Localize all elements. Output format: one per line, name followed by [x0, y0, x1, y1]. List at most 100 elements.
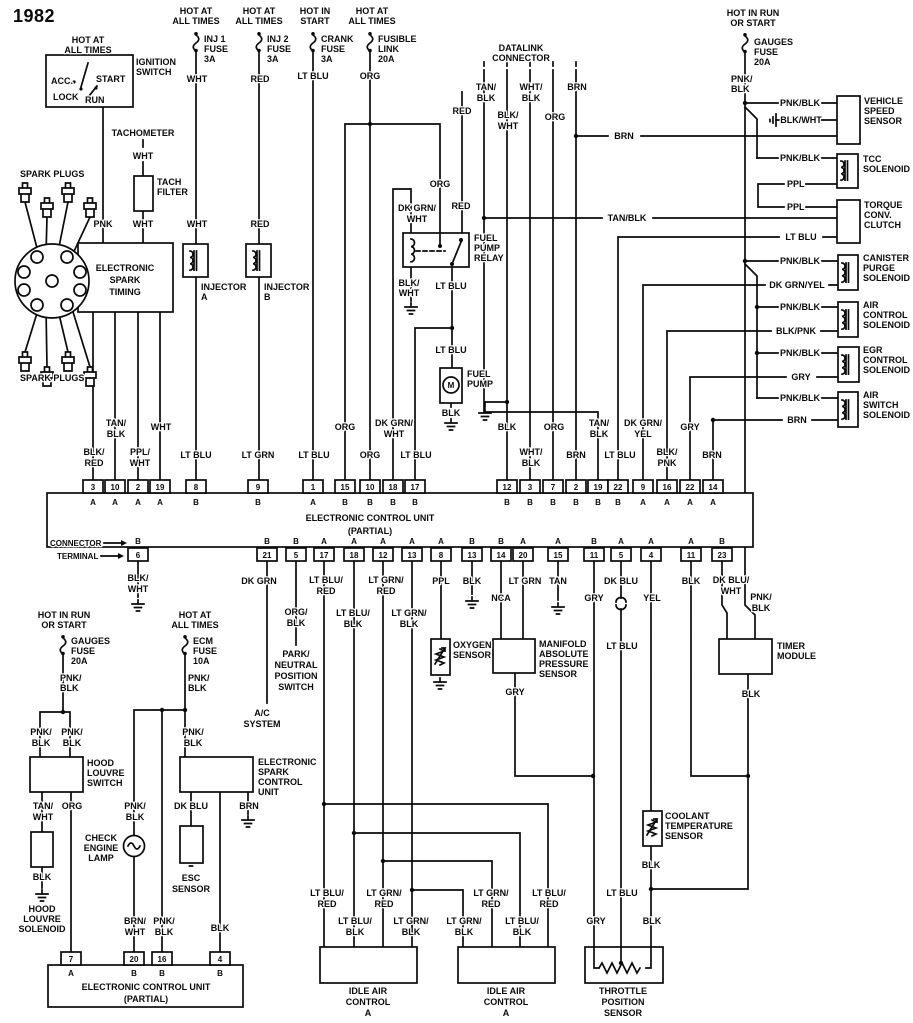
- terminal: 18: [350, 551, 359, 560]
- wire-label: LT BLU/: [309, 575, 343, 585]
- wire-label: WHT: [133, 151, 154, 161]
- component-label: A: [365, 1008, 372, 1018]
- wire-label: BLK: [513, 927, 532, 937]
- wire-label: LT BLU/: [532, 888, 566, 898]
- component-label: FUEL: [474, 233, 498, 243]
- terminal: 15: [554, 551, 563, 560]
- connector-letter: A: [409, 537, 415, 546]
- right-side-labels: HOT IN RUN OR START GAUGES FUSE 20A PNK/…: [606, 7, 912, 427]
- fuse-label: FUSIBLE: [378, 34, 417, 44]
- ecu1-top-terminals: 3A 10A 2A 19A 8B 9B 1A 15B 10B 18B 17B 1…: [82, 479, 724, 508]
- wire-label: BRN/: [124, 916, 146, 926]
- component-label: SPARK PLUGS: [20, 373, 84, 383]
- iac2-box: [457, 946, 556, 984]
- connector-letter: A: [380, 537, 386, 546]
- connector-letter: A: [351, 537, 357, 546]
- wire-label: BRN: [567, 82, 587, 92]
- power-feed-label: OR START: [41, 620, 87, 630]
- wire-label: DK GRN: [241, 576, 277, 586]
- wire-label: RED: [376, 586, 396, 596]
- connector-letter: B: [390, 498, 396, 507]
- wire-label: PNK: [93, 219, 113, 229]
- component-label: TCC: [863, 154, 882, 164]
- component-label: SOLENOID: [863, 320, 911, 330]
- wire-label: RED: [452, 106, 472, 116]
- fuse-label: LINK: [378, 44, 399, 54]
- component-label: DATALINK: [499, 43, 544, 53]
- wire-label: WHT: [128, 584, 149, 594]
- distributor: [14, 243, 90, 319]
- wire-label: PNK/BLK: [780, 153, 820, 163]
- wire-label: WHT: [498, 121, 519, 131]
- power-feed-label: ALL TIMES: [348, 16, 395, 26]
- wire-label: BLK: [63, 738, 82, 748]
- connector-letter: A: [555, 537, 561, 546]
- component-label: CHECK: [85, 833, 118, 843]
- wire-label: TAN/BLK: [608, 213, 647, 223]
- fuse-label: 20A: [754, 57, 771, 67]
- terminal: 20: [130, 955, 139, 964]
- terminal: 22: [614, 483, 623, 492]
- connector-letter: A: [664, 498, 670, 507]
- vss-side-ground: [769, 113, 777, 127]
- wire-label: BLK: [643, 916, 662, 926]
- destination-label: PARK/: [282, 649, 310, 659]
- component-label: TACH: [157, 177, 181, 187]
- terminal: 11: [687, 551, 696, 560]
- tps-box: [584, 946, 664, 984]
- connector-letter: B: [293, 537, 299, 546]
- wire-label: BRN: [566, 450, 586, 460]
- wire-label: PNK/: [188, 673, 210, 683]
- wire-label: BLK: [731, 84, 750, 94]
- fuel-pump-motor-icon: [442, 376, 460, 394]
- component-label: COOLANT: [665, 811, 710, 821]
- power-feed-label: ALL TIMES: [235, 16, 282, 26]
- tach-section-labels: TACHOMETER WHT TACH FILTER WHT: [110, 127, 189, 231]
- destination-label: SYSTEM: [243, 719, 280, 729]
- below-ecu-labels: A/C SYSTEM PARK/ NEUTRAL POSITION SWITCH…: [242, 591, 817, 872]
- connector-letter: A: [710, 498, 716, 507]
- connector-letter: B: [135, 537, 141, 546]
- est-section-labels: SPARK PLUGS ELECTRONIC SPARK TIMING SPAR…: [19, 168, 156, 385]
- terminal: 8: [439, 551, 444, 560]
- component-label: A: [201, 292, 208, 302]
- destination-label: NEUTRAL: [275, 660, 318, 670]
- ecu1-top-wire-labels: BLK/RED TAN/BLK PPL/WHT WHT LT BLU LT GR…: [82, 417, 723, 470]
- ecu1-box: [46, 492, 754, 548]
- terminal: 5: [619, 551, 624, 560]
- esc-unit-box: [179, 756, 254, 793]
- wire-label: LT GRN/: [446, 916, 482, 926]
- wire-label: BLK: [498, 422, 517, 432]
- wire-label: BLK: [463, 576, 482, 586]
- crank-fuse-labels: HOT IN START CRANK FUSE 3A LT BLU: [296, 5, 355, 83]
- wire-label: DK GRN/: [624, 418, 662, 428]
- vss-box: [836, 95, 861, 145]
- tps-internals: [593, 946, 652, 975]
- wire-label: RED: [539, 899, 559, 909]
- wire-label: RED: [250, 74, 270, 84]
- fuse-label: 20A: [378, 54, 395, 64]
- component-label: SOLENOID: [863, 273, 911, 283]
- wire-label: PNK/: [124, 801, 146, 811]
- component-label: CONTROL: [863, 310, 908, 320]
- switch-position-label: START: [96, 74, 126, 84]
- terminal: 4: [218, 955, 223, 964]
- connector-letter: B: [217, 969, 223, 978]
- component-label: RELAY: [474, 253, 504, 263]
- connector-letter: A: [438, 537, 444, 546]
- terminal: 9: [641, 483, 646, 492]
- wire-label: PNK/BLK: [780, 348, 820, 358]
- wire-label: WHT: [33, 812, 54, 822]
- wire-label: BLK: [346, 927, 365, 937]
- connector-letter: A: [687, 498, 693, 507]
- wire-label: PNK/: [182, 727, 204, 737]
- connector-letter: B: [591, 537, 597, 546]
- wire-label: BLK: [33, 872, 52, 882]
- component-label: ENGINE: [84, 843, 119, 853]
- fuse-label: FUSE: [193, 646, 217, 656]
- wire-label: PPL: [432, 576, 450, 586]
- connector-letter: B: [595, 498, 601, 507]
- wire-label: BLK/: [128, 573, 149, 583]
- terminal: 2: [574, 483, 579, 492]
